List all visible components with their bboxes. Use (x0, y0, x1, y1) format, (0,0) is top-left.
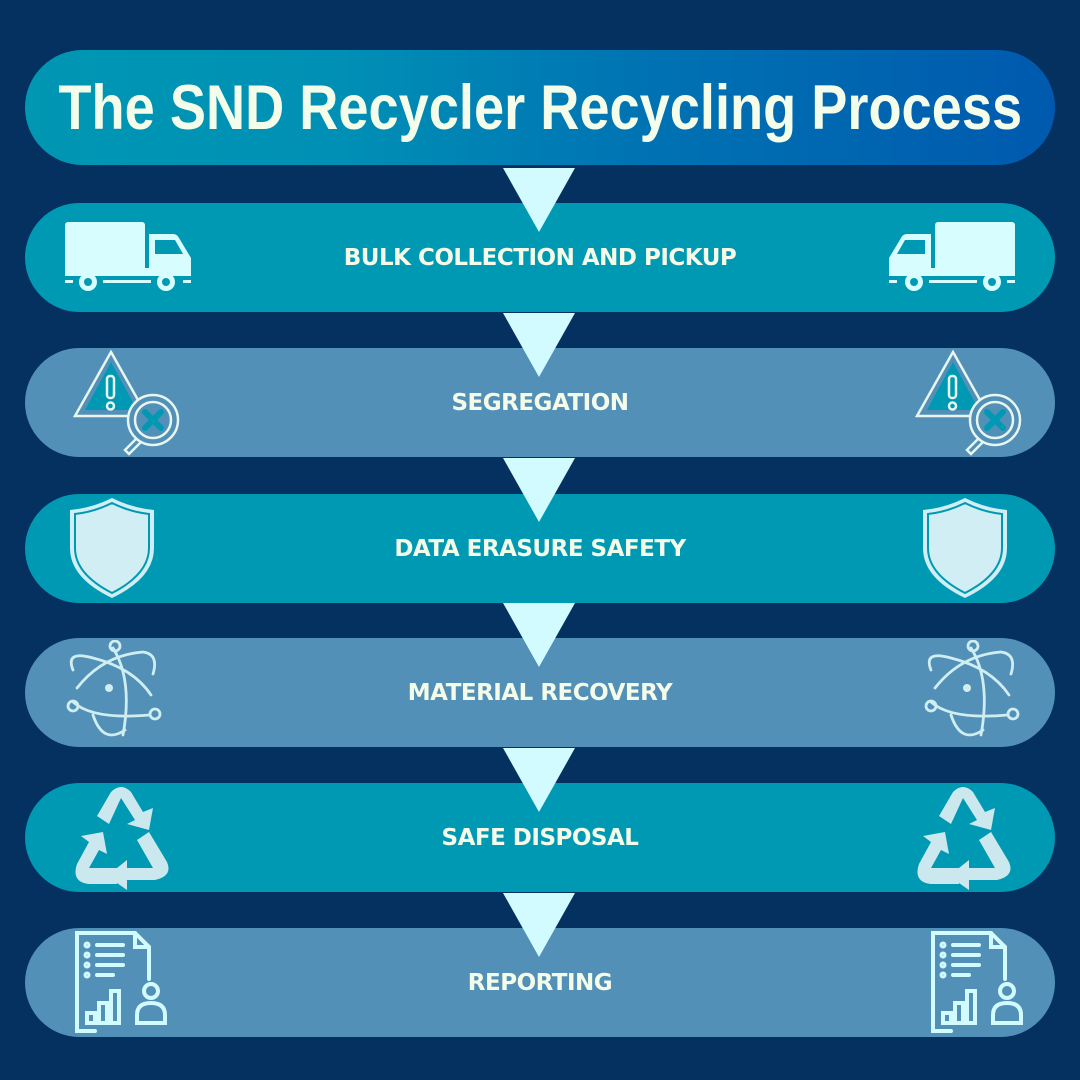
report-icon (931, 930, 1023, 1033)
warning-search-icon (73, 350, 183, 456)
step-material-recovery: MATERIAL RECOVERY (25, 638, 1055, 747)
down-arrow (503, 313, 575, 377)
step-label: REPORTING (467, 969, 613, 996)
title-banner: The SND Recycler Recycling Process (25, 50, 1055, 165)
step-segregation: SEGREGATION (25, 348, 1055, 457)
recycle-icon (917, 786, 1011, 890)
atom-icon (66, 639, 162, 736)
shield-icon (70, 497, 155, 599)
page-title: The SND Recycler Recycling Process (58, 72, 1022, 143)
truck-icon (65, 221, 191, 291)
atom-icon (924, 639, 1020, 736)
down-arrow (503, 168, 575, 232)
step-label: DATA ERASURE SAFETY (394, 535, 686, 562)
shield-icon (923, 497, 1008, 599)
down-arrow (503, 458, 575, 522)
step-label: SAFE DISPOSAL (441, 824, 639, 851)
step-label: SEGREGATION (451, 389, 629, 416)
report-icon (75, 930, 167, 1033)
recycle-icon (75, 786, 169, 890)
down-arrow (503, 893, 575, 957)
down-arrow (503, 748, 575, 812)
truck-icon (889, 221, 1015, 291)
step-label: MATERIAL RECOVERY (407, 679, 673, 706)
warning-search-icon (915, 350, 1025, 456)
down-arrow (503, 603, 575, 667)
step-label: BULK COLLECTION AND PICKUP (343, 244, 737, 271)
